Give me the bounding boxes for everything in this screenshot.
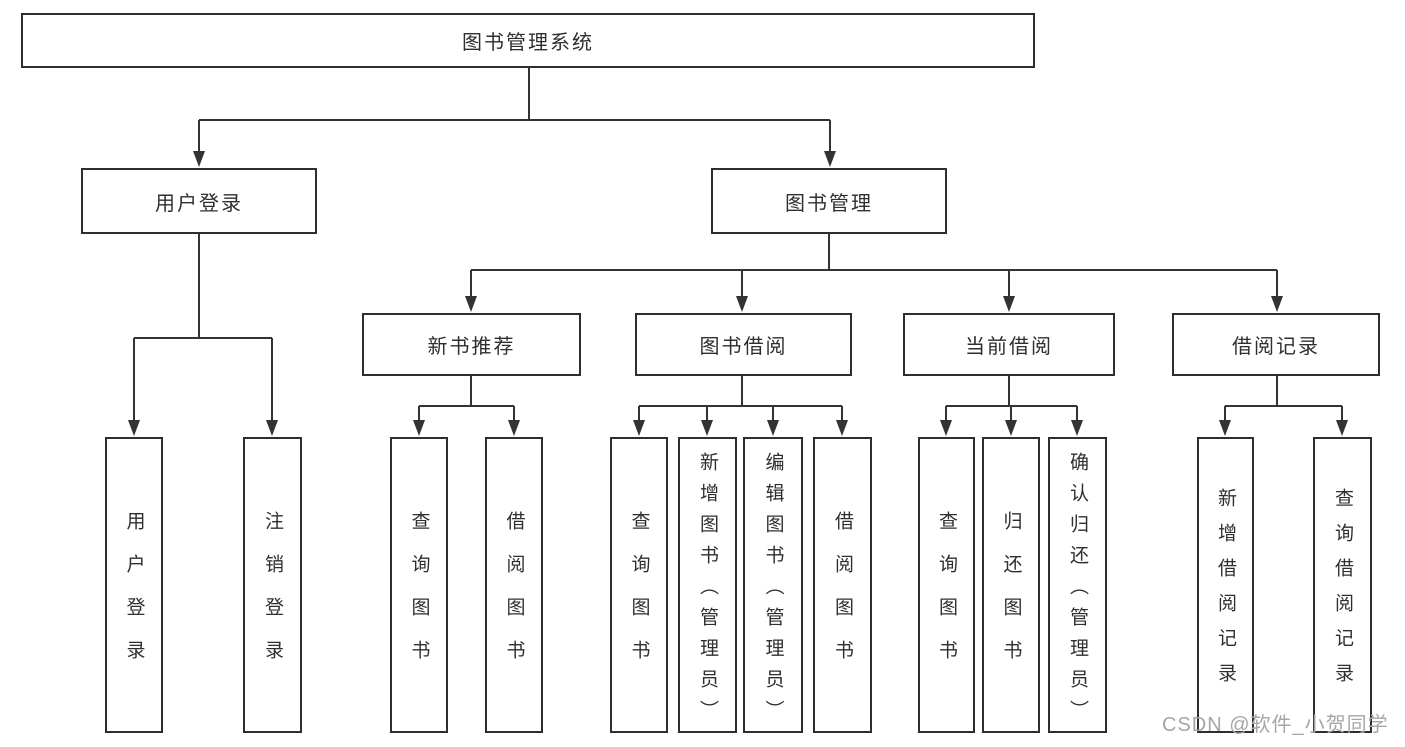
leaf-br-query-record: 查询借阅记录	[1313, 437, 1372, 733]
leaf-logout-label: 注销登录	[262, 511, 283, 683]
connector-paths	[133, 68, 1343, 422]
leaf-nb-borrow-books-label: 借阅图书	[503, 511, 525, 683]
node-new-book-recommend: 新书推荐	[362, 313, 581, 376]
watermark: CSDN @软件_小贺同学	[1162, 714, 1389, 736]
arrowheads	[128, 151, 1348, 436]
leaf-nb-borrow-books: 借阅图书	[485, 437, 543, 733]
node-new-book-recommend-label: 新书推荐	[427, 336, 516, 358]
node-book-borrowing-label: 图书借阅	[699, 336, 788, 358]
leaf-bb-edit-books-admin: 编辑图书（管理员）	[743, 437, 803, 733]
leaf-cb-query-books: 查询图书	[918, 437, 975, 733]
leaf-cb-query-books-label: 查询图书	[936, 511, 957, 683]
leaf-bb-query-books-label: 查询图书	[628, 511, 650, 683]
node-current-borrowing-label: 当前借阅	[965, 336, 1053, 358]
leaf-user-login: 用户登录	[105, 437, 163, 733]
leaf-cb-return-books: 归还图书	[982, 437, 1040, 733]
node-borrowing-records-label: 借阅记录	[1232, 336, 1320, 358]
leaf-bb-add-books-admin-label: 新增图书（管理员）	[697, 451, 718, 731]
leaf-bb-add-books-admin: 新增图书（管理员）	[678, 437, 737, 733]
leaf-nb-query-books: 查询图书	[390, 437, 448, 733]
leaf-bb-edit-books-admin-label: 编辑图书（管理员）	[762, 451, 784, 731]
node-current-borrowing: 当前借阅	[903, 313, 1115, 376]
leaf-user-login-label: 用户登录	[123, 511, 145, 683]
leaf-cb-confirm-return-admin: 确认归还（管理员）	[1048, 437, 1107, 733]
leaf-bb-query-books: 查询图书	[610, 437, 668, 733]
leaf-br-query-record-label: 查询借阅记录	[1332, 488, 1353, 698]
node-root: 图书管理系统	[21, 13, 1035, 68]
leaf-cb-return-books-label: 归还图书	[1000, 511, 1022, 683]
node-book-management-label: 图书管理	[785, 192, 873, 215]
node-book-management: 图书管理	[711, 168, 947, 234]
leaf-bb-borrow-books: 借阅图书	[813, 437, 872, 733]
leaf-logout: 注销登录	[243, 437, 302, 733]
node-book-borrowing: 图书借阅	[635, 313, 852, 376]
node-user-login: 用户登录	[81, 168, 317, 234]
node-borrowing-records: 借阅记录	[1172, 313, 1380, 376]
node-root-label: 图书管理系统	[462, 32, 594, 54]
leaf-bb-borrow-books-label: 借阅图书	[832, 511, 853, 683]
leaf-nb-query-books-label: 查询图书	[408, 511, 430, 683]
leaf-cb-confirm-return-admin-label: 确认归还（管理员）	[1067, 451, 1088, 731]
node-user-login-label: 用户登录	[155, 192, 243, 215]
leaf-br-add-record: 新增借阅记录	[1197, 437, 1254, 733]
leaf-br-add-record-label: 新增借阅记录	[1215, 488, 1236, 698]
